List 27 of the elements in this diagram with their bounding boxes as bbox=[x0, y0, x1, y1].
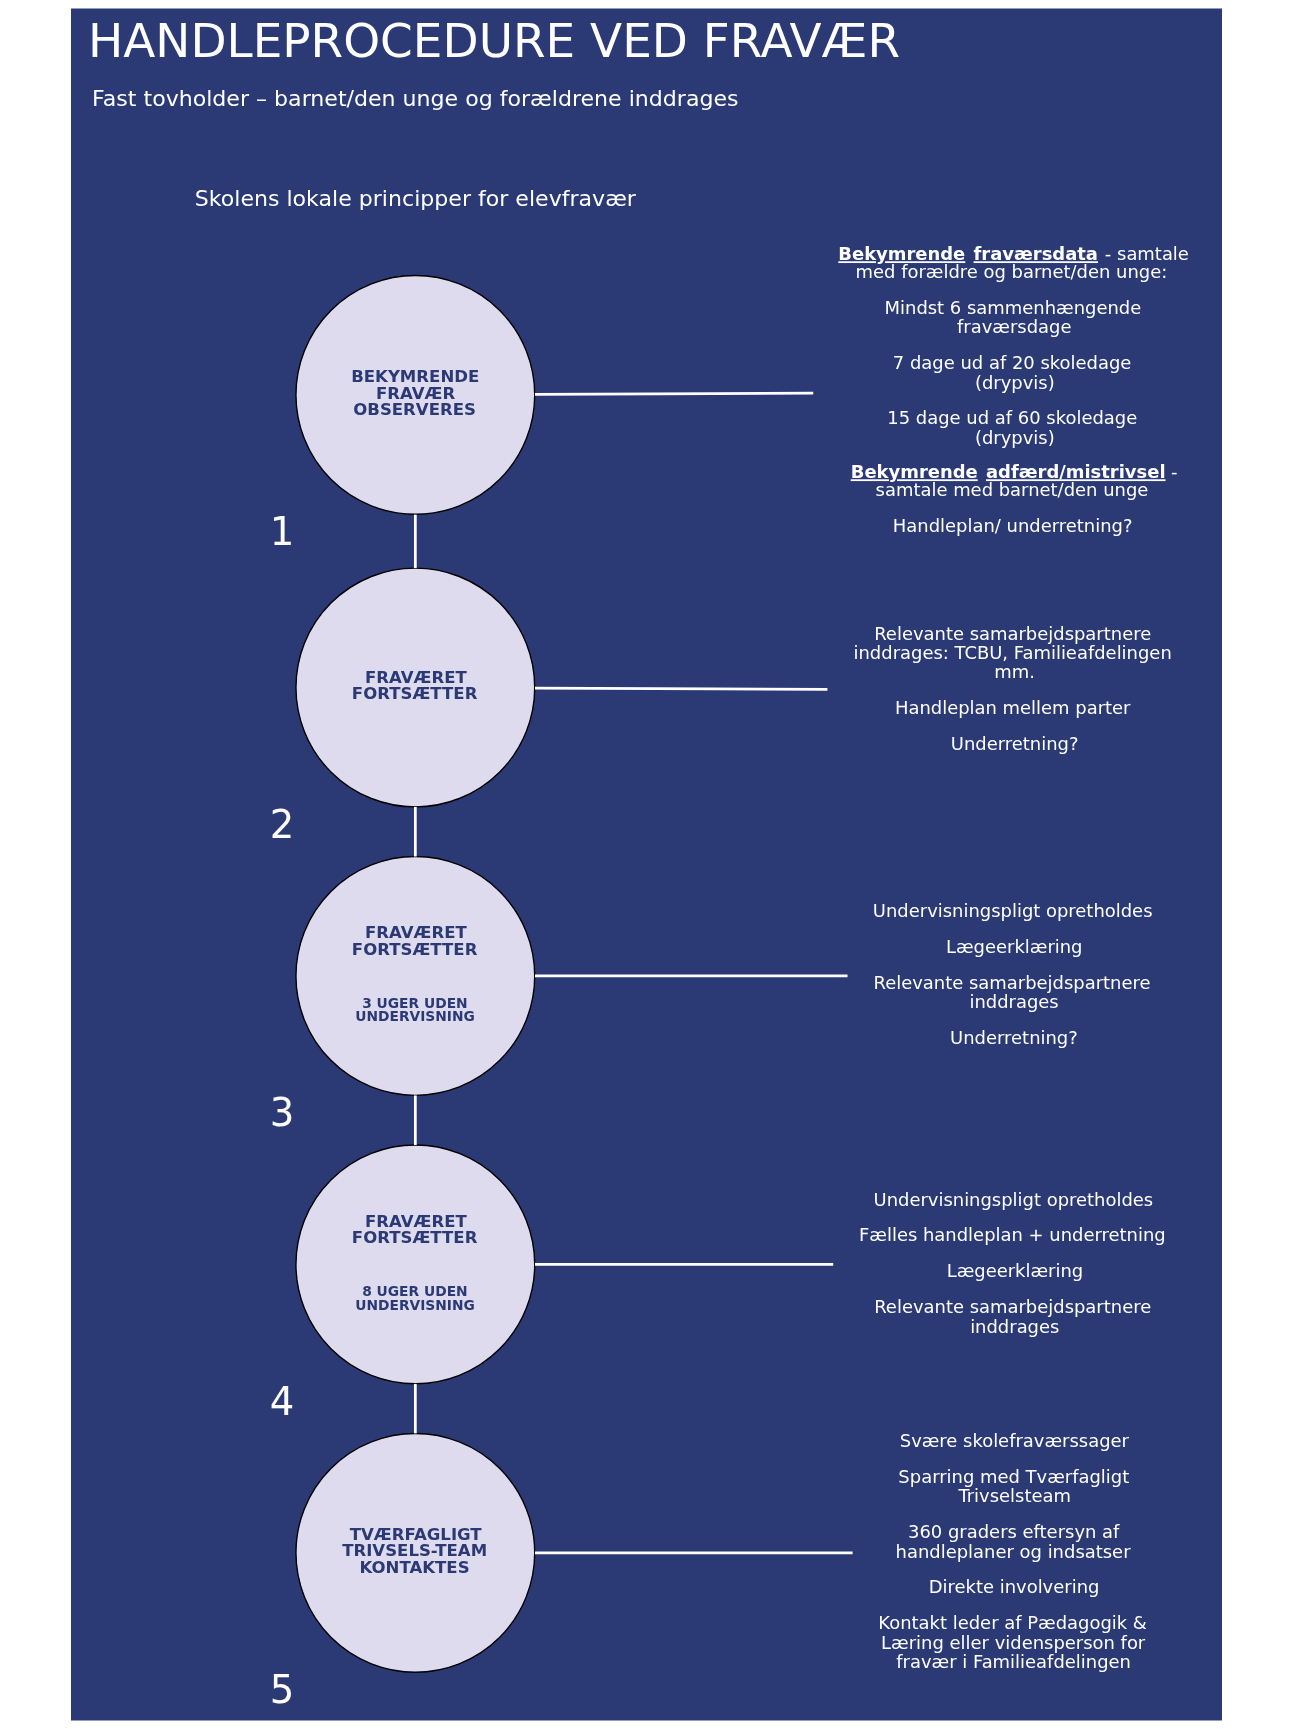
connector bbox=[535, 686, 828, 691]
connector bbox=[535, 1263, 834, 1266]
connector bbox=[413, 1383, 417, 1434]
node-text: Undervisningspligt opretholdes Lægeerklæring Relevante samarbejdspartnere inddrages Underretning? bbox=[872, 900, 1153, 1049]
node-label: 3 bbox=[269, 1090, 295, 1136]
node-text: Bekymrende fraværsdata - samtale med forældre og barnet/den unge: Mindst 6 sammenhængende fraværsdage 7 dage ud af 20 skoledage (drypvis) 15 dage ud af 60 skoledage (drypvis) Bekymrende adfærd/mistrivsel - samtale med barnet/den unge Handleplan/ underretning? bbox=[838, 243, 1189, 537]
node-label: 5 bbox=[269, 1667, 295, 1713]
diagram-title: HANDLEPROCEDURE VED FRAVÆR bbox=[88, 13, 900, 69]
node-text: Undervisningspligt opretholdes Fælles handleplan + underretning Lægeerklæring Relevante samarbejdspartnere inddrages bbox=[859, 1188, 1166, 1337]
connector bbox=[535, 391, 814, 396]
label: Skolens lokale principper for elevfravær bbox=[194, 185, 636, 211]
node-text: Relevante samarbejdspartnere inddrages: TCBU, Familieafdelingen mm. Handleplan mellem parter Underretning? bbox=[853, 622, 1172, 755]
node-label: 1 bbox=[269, 509, 295, 555]
connector bbox=[413, 1095, 417, 1145]
node-circle: FRAVÆRET FORTSÆTTER 8 UGER UDEN UNDERVISNING bbox=[295, 1144, 536, 1385]
node-circle: FRAVÆRET FORTSÆTTER 3 UGER UDEN UNDERVISNING bbox=[295, 855, 536, 1096]
node-circle: FRAVÆRET FORTSÆTTER bbox=[295, 567, 536, 808]
label: Fast tovholder – barnet/den unge og forældrene inddrages bbox=[92, 86, 739, 112]
node-circle: BEKYMRENDE FRAVÆR OBSERVERES bbox=[295, 274, 536, 515]
connector bbox=[413, 807, 417, 857]
connector bbox=[535, 974, 848, 978]
connector bbox=[535, 1551, 853, 1555]
node-circle: TVÆRFAGLIGT TRIVSELS-TEAM KONTAKTES bbox=[295, 1432, 536, 1673]
node-text: Svære skolefraværssager Sparring med Tværfagligt Trivselsteam 360 graders eftersyn af handleplaner og indsatser Direkte involvering Kontakt leder af Pædagogik & Læring eller vidensperson for fravær i Familieafdelingen bbox=[878, 1430, 1147, 1672]
node-label: 2 bbox=[269, 801, 295, 847]
node-label: 4 bbox=[269, 1378, 295, 1424]
connector bbox=[413, 514, 417, 569]
